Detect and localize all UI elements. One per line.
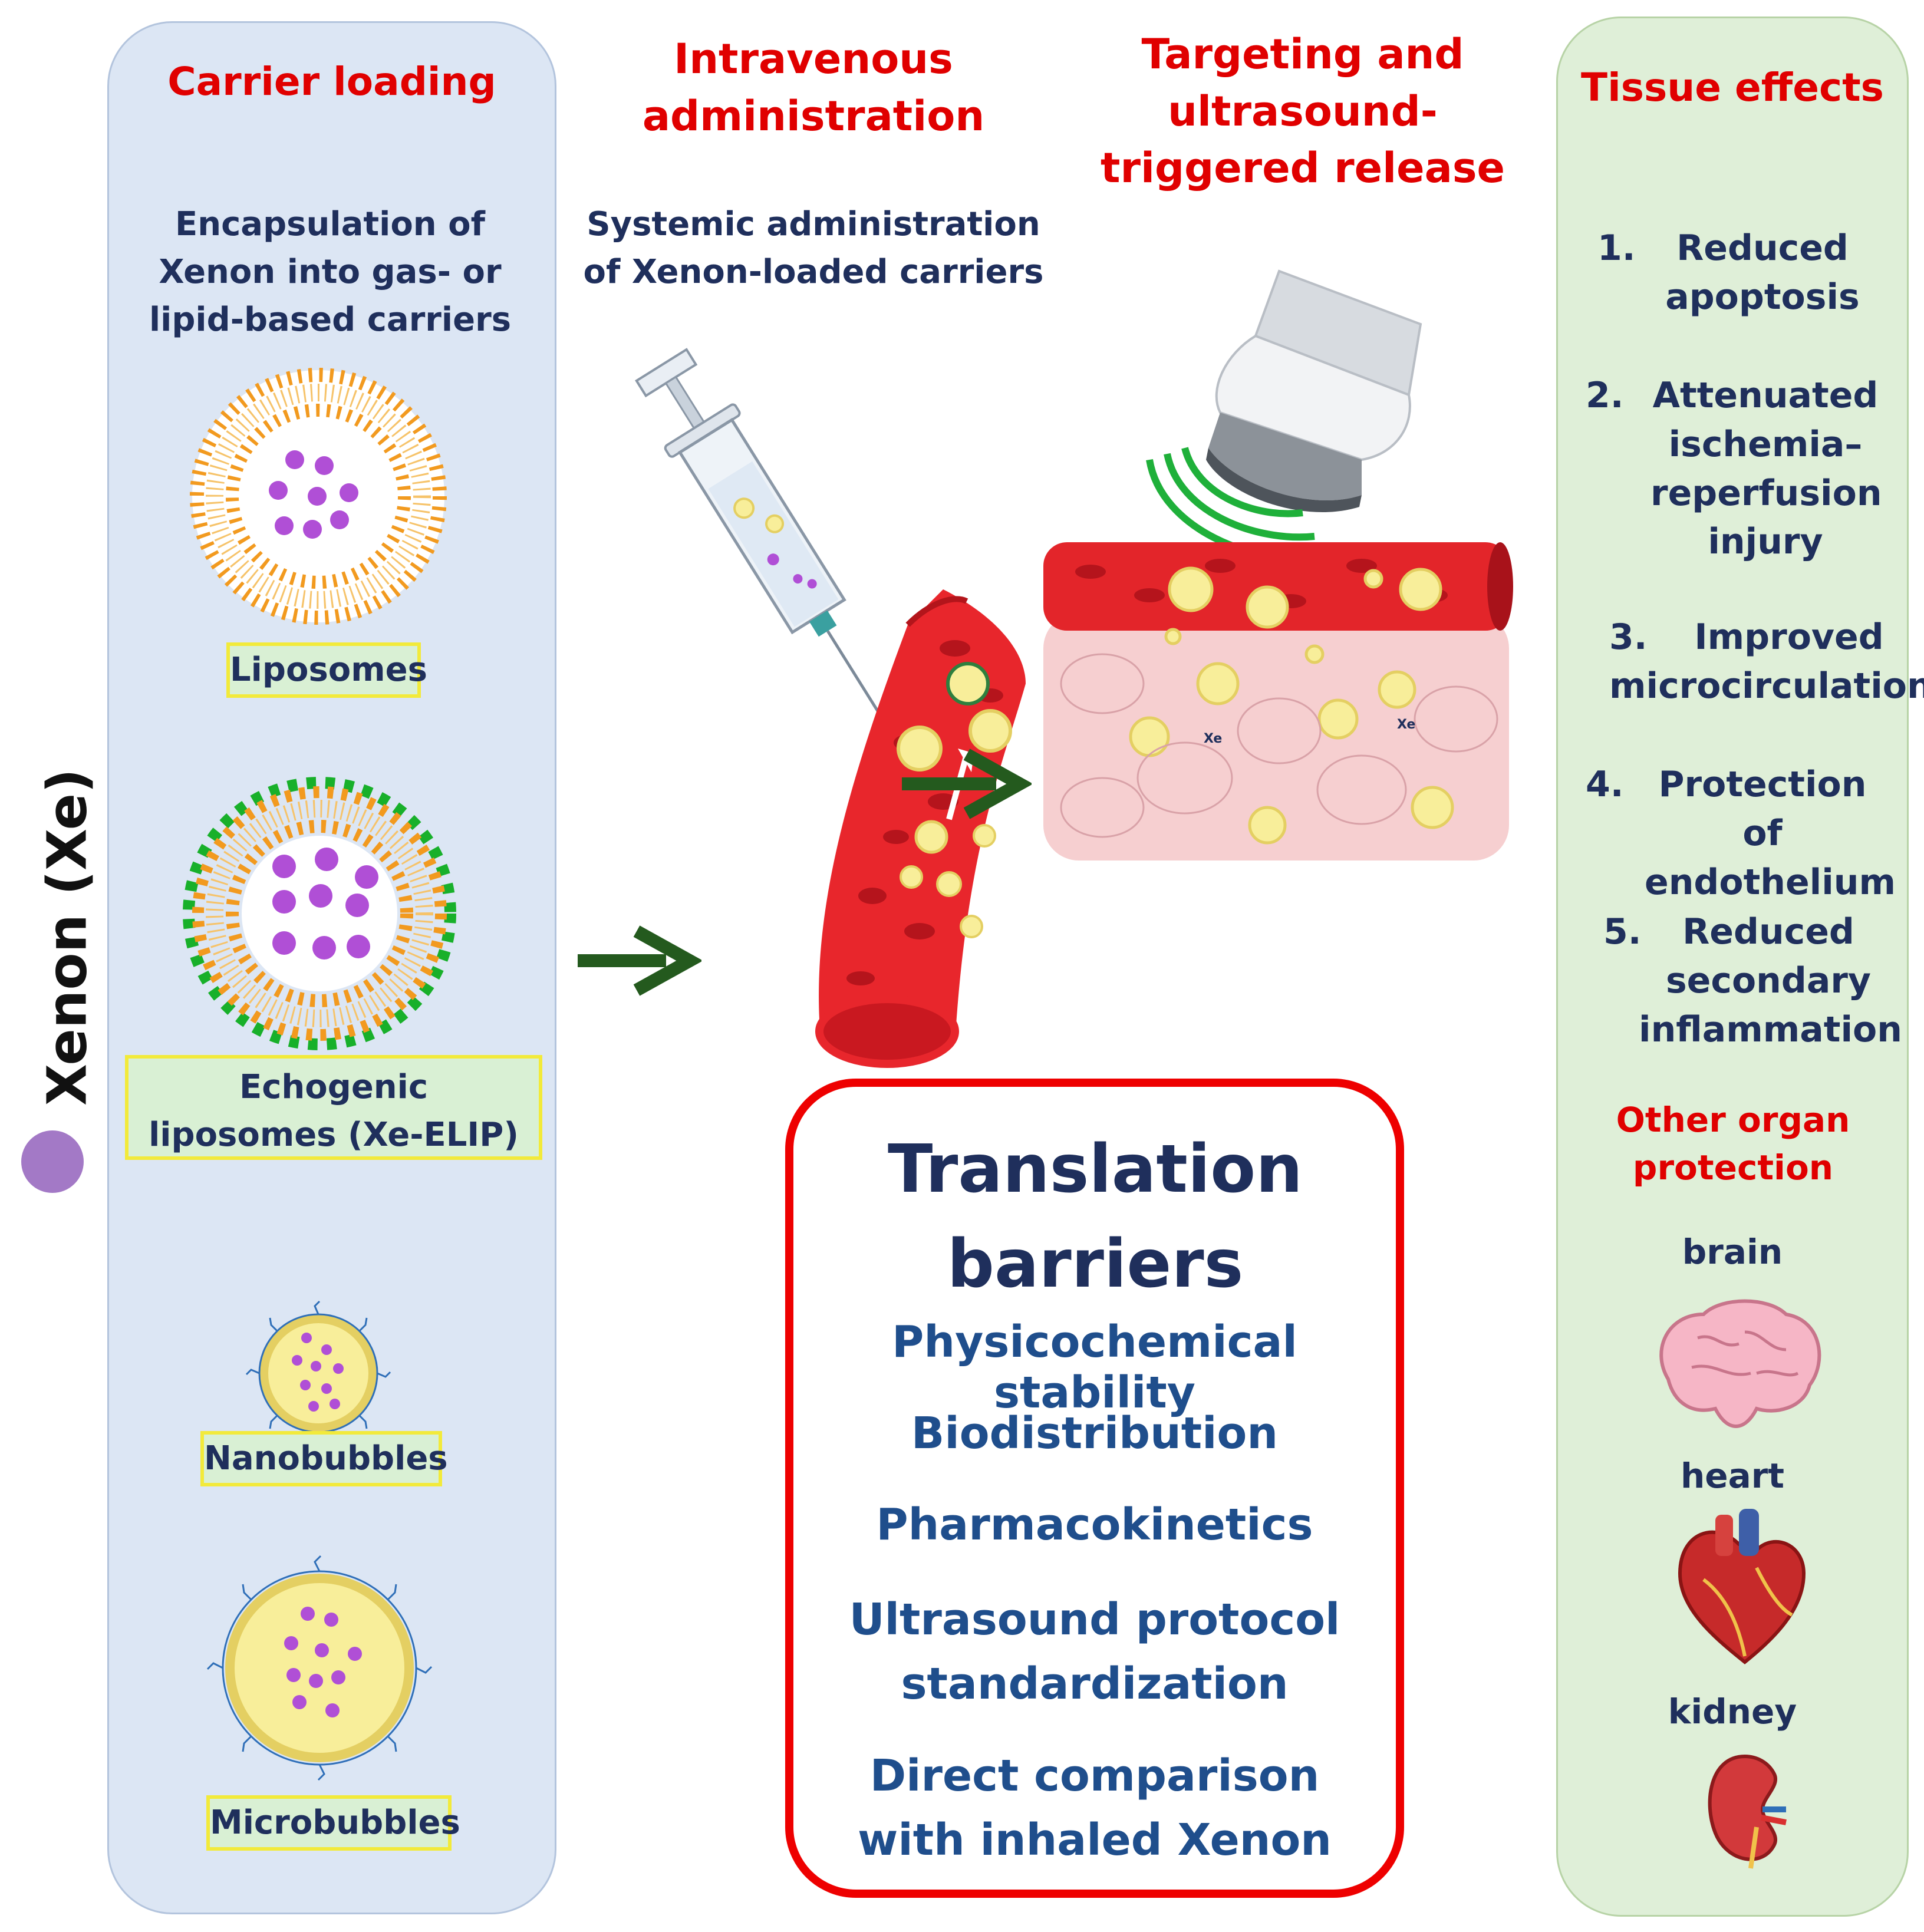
organ-label-brain: brain — [1682, 1232, 1783, 1272]
nanobubble-icon — [245, 1300, 391, 1446]
arrow-to-tissue-icon — [902, 749, 1032, 819]
effect-item-2: 2. Attenuated ischemia– reperfusion inju… — [1586, 375, 1882, 563]
effect-item-5: 5. Reduced secondary inflammation — [1603, 911, 1902, 1050]
liposomes-label: Liposomes — [226, 642, 427, 698]
syringe-icon — [635, 348, 888, 726]
heart-icon — [1678, 1509, 1806, 1664]
xe-tag-1: Xe — [1204, 731, 1222, 746]
nanobubbles-label: Nanobubbles — [200, 1431, 448, 1486]
carrier-illustrations — [183, 368, 456, 1781]
arrow-to-vessel-icon — [578, 925, 701, 996]
targeting-title: Targeting and ultrasound-triggered relea… — [1101, 30, 1505, 193]
other-organ-protection-title: Other organ protection — [1616, 1100, 1850, 1188]
barrier-item: Ultrasound protocol standardization — [849, 1594, 1340, 1709]
carrier-loading-description: Encapsulation of Xenon into gas- or lipi… — [149, 205, 512, 339]
microbubbles-label: Microbubbles — [206, 1795, 460, 1851]
effect-item-4: 4. Protection of endothelium — [1586, 764, 1896, 903]
intravenous-title: Intravenous administration — [642, 35, 985, 140]
xenon-legend-dot — [21, 1130, 84, 1193]
blood-vessel-icon — [815, 589, 1026, 1068]
barrier-item: Physicochemical stability — [892, 1317, 1297, 1418]
tissue-effects-title: Tissue effects — [1581, 65, 1884, 110]
barrier-item: Pharmacokinetics — [876, 1499, 1313, 1550]
organ-label-heart: heart — [1680, 1456, 1785, 1496]
ultrasound-probe-icon — [1206, 269, 1422, 512]
liposome-icon — [190, 368, 447, 625]
microbubble-icon — [206, 1555, 433, 1781]
xenon-axis-label: Xenon (Xe) — [35, 768, 99, 1106]
barrier-item: Direct comparison with inhaled Xenon — [858, 1750, 1332, 1865]
organ-label-kidney: kidney — [1668, 1692, 1797, 1732]
translation-barriers-title: Translation barriers — [888, 1131, 1303, 1303]
targeting-illustration: Xe Xe — [1043, 269, 1513, 861]
brain-icon — [1659, 1299, 1821, 1428]
intravenous-description: Systemic administration of Xenon-loaded … — [583, 205, 1044, 292]
syringe-vessel-illustration — [635, 348, 1026, 1068]
carrier-loading-title: Carrier loading — [167, 59, 496, 104]
echogenic-liposome-icon — [183, 777, 456, 1050]
effect-item-3: 3. Improved microcirculation — [1609, 616, 1924, 707]
barrier-item: Biodistribution — [911, 1408, 1279, 1459]
vessel-tissue-icon: Xe Xe — [1043, 542, 1513, 861]
translation-barriers-box: Translation barriers Physicochemical sta… — [785, 1079, 1404, 1898]
xe-tag-2: Xe — [1397, 717, 1415, 732]
kidney-icon — [1708, 1754, 1787, 1869]
effect-item-1: 1. Reduced apoptosis — [1597, 228, 1860, 318]
echogenic-liposomes-label: Echogenic liposomes (Xe-ELIP) — [125, 1055, 542, 1160]
